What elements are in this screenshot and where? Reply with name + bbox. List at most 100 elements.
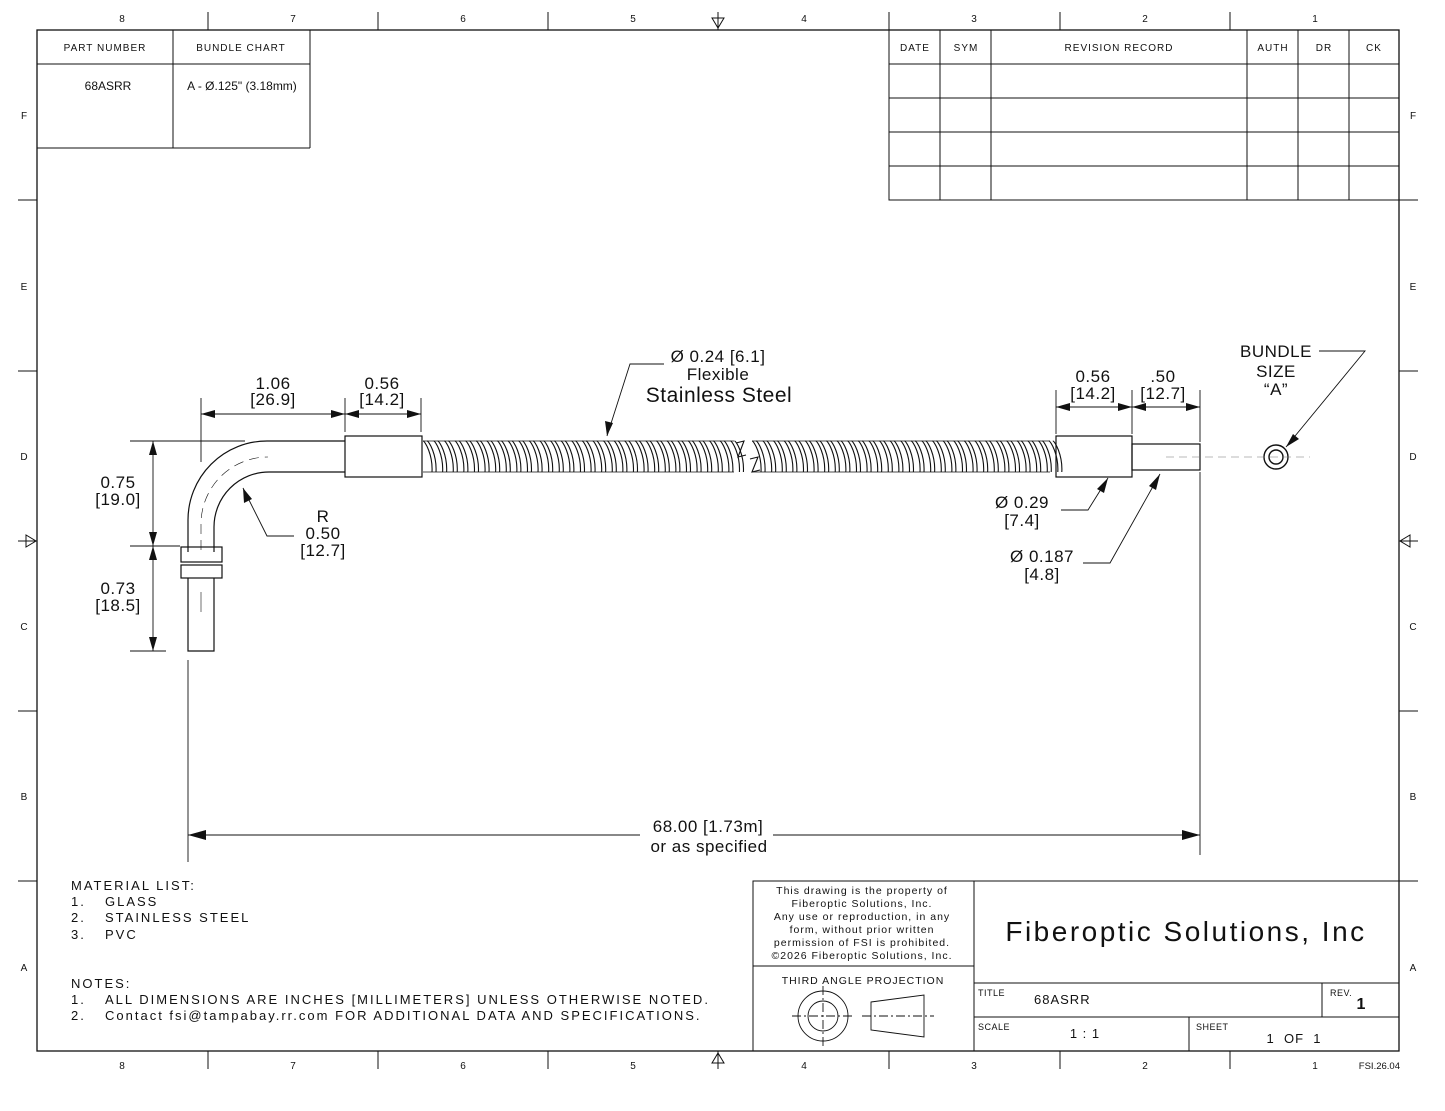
zone-bottom-3: 3 bbox=[971, 1061, 977, 1072]
header-date: DATE bbox=[900, 43, 930, 54]
zone-bottom-2: 2 bbox=[1142, 1061, 1148, 1072]
dim-0-56-right: 0.56 bbox=[1075, 367, 1110, 386]
label-size-a: “A” bbox=[1264, 380, 1288, 399]
zone-bottom-6: 6 bbox=[460, 1061, 466, 1072]
header-auth: AUTH bbox=[1257, 43, 1288, 54]
rev-label: REV. bbox=[1330, 988, 1352, 998]
doc-code: FSI.26.04 bbox=[1359, 1061, 1400, 1072]
zone-right-A: A bbox=[1410, 963, 1417, 974]
material-list-title: MATERIAL LIST: bbox=[71, 878, 196, 893]
dim-1-06: 1.06 bbox=[255, 374, 290, 393]
notes-title: NOTES: bbox=[71, 976, 131, 991]
title-value: 68ASRR bbox=[1034, 992, 1091, 1007]
zone-top-6: 6 bbox=[460, 14, 466, 25]
dim-dia-0-29-mm: [7.4] bbox=[1004, 511, 1040, 530]
dim-dia-0-187-mm: [4.8] bbox=[1024, 565, 1060, 584]
part-number-table: PART NUMBER BUNDLE CHART 68ASRR A - Ø.12… bbox=[37, 30, 311, 149]
zone-bottom-7: 7 bbox=[290, 1061, 296, 1072]
dim-0-50: .50 bbox=[1150, 367, 1175, 386]
zone-bottom-8: 8 bbox=[119, 1061, 125, 1072]
label-size: SIZE bbox=[1256, 362, 1296, 381]
zone-labels-left: F E D C B A bbox=[20, 111, 27, 974]
dim-0-56-left-mm: [14.2] bbox=[359, 390, 405, 409]
note-1-text: ALL DIMENSIONS ARE INCHES [MILLIMETERS] … bbox=[105, 992, 710, 1007]
title-label: TITLE bbox=[978, 988, 1005, 998]
dim-0-50-mm: [12.7] bbox=[1140, 384, 1186, 403]
header-part-number: PART NUMBER bbox=[64, 43, 147, 54]
zone-bottom-4: 4 bbox=[801, 1061, 807, 1072]
sheet-label: SHEET bbox=[1196, 1022, 1229, 1032]
armor-coil bbox=[751, 440, 1063, 473]
header-dr: DR bbox=[1316, 43, 1332, 54]
zone-right-F: F bbox=[1410, 111, 1416, 122]
zone-left-E: E bbox=[21, 282, 28, 293]
zone-top-8: 8 bbox=[119, 14, 125, 25]
dim-0-75: 0.75 bbox=[100, 473, 135, 492]
right-ferrule bbox=[1055, 435, 1133, 478]
dim-dia-0-24: Ø 0.24 [6.1] bbox=[671, 347, 766, 366]
tip-collar-2 bbox=[180, 564, 223, 579]
armor-coil bbox=[422, 440, 744, 473]
title-block: This drawing is the property of Fiberopt… bbox=[752, 880, 1400, 1052]
zone-top-7: 7 bbox=[290, 14, 296, 25]
property-line-3: Any use or reproduction, in any bbox=[774, 911, 950, 923]
material-1-text: GLASS bbox=[105, 894, 158, 909]
zone-left-D: D bbox=[20, 452, 27, 463]
header-revision-record: REVISION RECORD bbox=[1065, 43, 1174, 54]
revision-table: DATE SYM REVISION RECORD AUTH DR CK bbox=[888, 29, 1400, 201]
zone-right-E: E bbox=[1410, 282, 1417, 293]
label-flexible: Flexible bbox=[687, 365, 750, 384]
dim-0-56-left: 0.56 bbox=[364, 374, 399, 393]
drawing-frame bbox=[18, 12, 1418, 1069]
zone-left-C: C bbox=[20, 622, 27, 633]
notes: NOTES: 1. ALL DIMENSIONS ARE INCHES [MIL… bbox=[71, 976, 710, 1023]
zone-top-2: 2 bbox=[1142, 14, 1148, 25]
material-3-text: PVC bbox=[105, 927, 138, 942]
zone-left-B: B bbox=[21, 792, 28, 803]
cell-bundle-chart: A - Ø.125" (3.18mm) bbox=[187, 79, 297, 93]
material-2-text: STAINLESS STEEL bbox=[105, 910, 250, 925]
property-line-2: Fiberoptic Solutions, Inc. bbox=[792, 898, 933, 910]
note-1-num: 1. bbox=[71, 992, 86, 1007]
rev-value: 1 bbox=[1357, 996, 1366, 1013]
material-1-num: 1. bbox=[71, 894, 86, 909]
company-name: Fiberoptic Solutions, Inc bbox=[1005, 916, 1366, 947]
projection-label: THIRD ANGLE PROJECTION bbox=[782, 975, 945, 987]
lower-tip bbox=[187, 578, 215, 652]
cable-assembly bbox=[180, 435, 1289, 652]
left-ferrule bbox=[344, 435, 423, 478]
bent-tube bbox=[187, 440, 345, 552]
zone-labels-right: F E D C B A bbox=[1409, 111, 1416, 974]
zone-bottom-5: 5 bbox=[630, 1061, 636, 1072]
property-line-1: This drawing is the property of bbox=[776, 885, 948, 897]
scale-label: SCALE bbox=[978, 1022, 1010, 1032]
header-ck: CK bbox=[1366, 43, 1382, 54]
dim-overall-length: 68.00 [1.73m] bbox=[653, 817, 763, 836]
header-sym: SYM bbox=[954, 43, 979, 54]
arrowheads bbox=[149, 403, 1299, 840]
sheet-value: 1 OF 1 bbox=[1267, 1031, 1322, 1046]
label-bundle: BUNDLE bbox=[1240, 342, 1312, 361]
zone-left-F: F bbox=[21, 111, 27, 122]
scale-value: 1 : 1 bbox=[1070, 1026, 1100, 1041]
label-stainless-steel: Stainless Steel bbox=[646, 384, 792, 407]
zone-left-A: A bbox=[21, 963, 28, 974]
cell-part-number: 68ASRR bbox=[85, 79, 132, 93]
armor-break-mark bbox=[735, 440, 761, 473]
dim-radius-value: 0.50 bbox=[305, 524, 340, 543]
note-2-num: 2. bbox=[71, 1008, 86, 1023]
zone-top-4: 4 bbox=[801, 14, 807, 25]
zone-right-B: B bbox=[1410, 792, 1417, 803]
zone-top-1: 1 bbox=[1312, 14, 1318, 25]
note-2-text: Contact fsi@tampabay.rr.com FOR ADDITION… bbox=[105, 1008, 702, 1023]
material-3-num: 3. bbox=[71, 927, 86, 942]
tip-collar-1 bbox=[180, 546, 223, 563]
zone-bottom-1: 1 bbox=[1312, 1061, 1318, 1072]
property-line-4: form, without prior written bbox=[790, 924, 935, 936]
material-2-num: 2. bbox=[71, 910, 86, 925]
zone-right-D: D bbox=[1409, 452, 1416, 463]
dimension-labels: 1.06 [26.9] 0.56 [14.2] Ø 0.24 [6.1] Fle… bbox=[95, 342, 1312, 856]
dim-0-56-right-mm: [14.2] bbox=[1070, 384, 1116, 403]
dim-0-73-mm: [18.5] bbox=[95, 596, 141, 615]
